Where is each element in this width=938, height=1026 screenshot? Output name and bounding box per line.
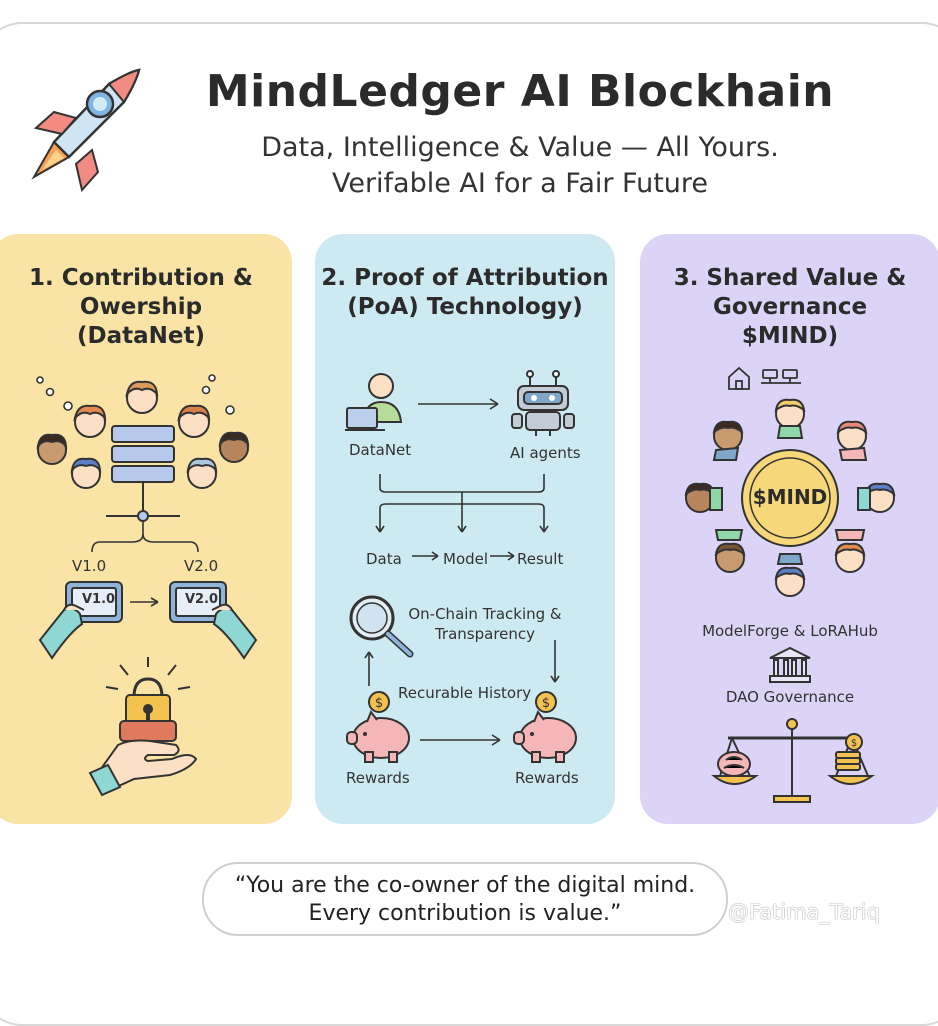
quote-text: “You are the co-owner of the digital min…	[204, 872, 726, 928]
panel-1-title-line-3: (DataNet)	[77, 323, 205, 349]
piggy-bank-icon: $	[346, 691, 410, 763]
arrow-right-icon	[418, 398, 499, 410]
balance-scale-icon: $	[711, 718, 876, 803]
modelforge-label: ModelForge & LoRAHub	[702, 622, 878, 640]
rocket-icon	[31, 68, 141, 193]
server-icon	[106, 425, 180, 522]
panel-3-title: 3. Shared Value & Governance $MIND)	[640, 264, 938, 351]
tablet-1-screen-label: V1.0	[82, 592, 116, 607]
data-label: Data	[366, 550, 402, 568]
svg-text:$: $	[542, 696, 550, 711]
history-label: Recurable History	[398, 684, 532, 702]
panel-1-title-line-2: Owership	[79, 294, 203, 320]
home-network-icon	[728, 366, 801, 390]
arrow-down-icon	[550, 640, 560, 683]
result-label: Result	[517, 550, 564, 568]
lock-in-hand-icon	[88, 657, 198, 797]
panel-3-title-line-2: Governance	[712, 294, 868, 320]
panel-3-title-line-3: $MIND)	[741, 323, 839, 349]
member-avatar	[684, 398, 896, 597]
version-1-label: V1.0	[72, 557, 107, 575]
panel-3-title-line-1: 3. Shared Value &	[673, 265, 907, 291]
arrow-up-icon	[364, 651, 374, 686]
piggy-bank-icon: $	[513, 691, 577, 763]
robot-icon	[511, 370, 575, 436]
panel-1-title: 1. Contribution & Owership (DataNet)	[0, 264, 292, 351]
community-circle-illustration	[684, 398, 896, 597]
dao-governance-label: DAO Governance	[725, 688, 855, 706]
mind-coin-label: $MIND	[752, 485, 828, 509]
person-laptop-icon	[345, 373, 403, 431]
tracking-label: On-Chain Tracking & Transparency	[405, 604, 565, 644]
contributor-avatar	[36, 380, 250, 489]
svg-text:$: $	[851, 738, 857, 749]
page-title: MindLedger AI Blockhain	[205, 66, 835, 117]
ai-agents-label: AI agents	[510, 444, 581, 462]
versioned-tablets-illustration	[38, 581, 258, 660]
page-subtitle: Data, Intelligence & Value — All Yours. …	[150, 130, 890, 202]
flow-bracket	[375, 474, 549, 533]
institution-icon	[769, 646, 811, 683]
rewards-right-label: Rewards	[515, 769, 579, 787]
panel-2-title-line-1: 2. Proof of Attribution	[321, 265, 609, 291]
version-2-label: V2.0	[184, 557, 219, 575]
contributors-server-illustration	[36, 374, 250, 522]
arrow-right-icon	[412, 551, 439, 561]
quote-box: “You are the co-owner of the digital min…	[202, 862, 728, 936]
rewards-left-label: Rewards	[346, 769, 410, 787]
panel-2-title: 2. Proof of Attribution (PoA) Technology…	[315, 264, 615, 322]
tablet-2-screen-label: V2.0	[185, 592, 219, 607]
svg-text:$: $	[375, 696, 383, 711]
arrow-right-icon	[490, 551, 515, 561]
datanet-label: DataNet	[349, 441, 412, 459]
subtitle-line-1: Data, Intelligence & Value — All Yours.	[261, 132, 779, 163]
quote-line-2: Every contribution is value.”	[308, 901, 622, 926]
arrow-right-icon	[420, 734, 501, 746]
version-connectors	[91, 520, 199, 553]
tracking-label-line-2: Transparency	[434, 625, 536, 643]
panel-1-title-line-1: 1. Contribution &	[29, 265, 253, 291]
subtitle-line-2: Verifable AI for a Fair Future	[331, 168, 709, 199]
watermark: @Fatima_Tariq	[728, 900, 880, 924]
tracking-label-line-1: On-Chain Tracking &	[408, 605, 562, 623]
magnifier-icon	[349, 595, 414, 658]
quote-line-1: “You are the co-owner of the digital min…	[234, 873, 696, 898]
panel-2-title-line-2: (PoA) Technology)	[347, 294, 583, 320]
model-label: Model	[443, 550, 489, 568]
